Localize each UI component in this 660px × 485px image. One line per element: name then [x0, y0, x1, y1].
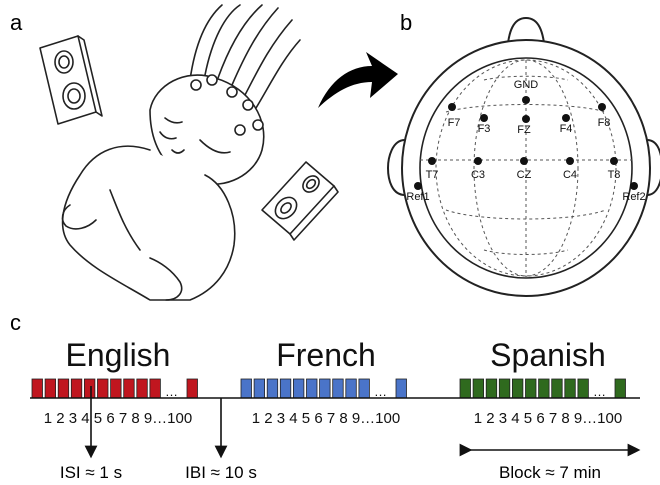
left-ear — [386, 139, 406, 196]
electrode-c3 — [474, 157, 482, 165]
panel-label-b: b — [400, 10, 412, 35]
electrode-f7 — [448, 103, 456, 111]
electrode-label: F8 — [598, 117, 611, 129]
stimulus-bar — [551, 378, 563, 399]
stimulus-bar — [44, 378, 56, 399]
stimulus-numbers: 1 2 3 4 5 6 7 8 9…100 — [474, 410, 622, 427]
stimulus-bar — [485, 378, 498, 399]
panel-label-a: a — [10, 10, 23, 35]
stimulus-bar — [240, 378, 252, 399]
stimulus-bar-last — [395, 378, 407, 399]
stimulus-bar — [97, 378, 109, 399]
timeline: English … 1 2 3 4 5 6 7 8 9…100 French … 1 2 … — [30, 337, 641, 482]
electrode-c4 — [566, 157, 574, 165]
electrode-label: FZ — [517, 124, 531, 136]
electrode-t7 — [428, 157, 436, 165]
stimulus-bar — [332, 378, 344, 399]
ellipsis: … — [593, 384, 606, 399]
stimulus-numbers: 1 2 3 4 5 6 7 8 9…100 — [252, 410, 400, 427]
stimulus-bar — [292, 378, 305, 399]
electrode-f4 — [562, 114, 570, 122]
stimulus-bar-last — [186, 378, 198, 399]
electrode-label: F3 — [478, 123, 491, 135]
stimulus-numbers: 1 2 3 4 5 6 7 8 9…100 — [44, 410, 192, 427]
ibi-label: IBI ≈ 10 s — [185, 463, 257, 482]
electrode-ref2 — [630, 182, 638, 190]
stimulus-bar — [358, 378, 370, 399]
stimulus-bar — [136, 378, 148, 399]
stimulus-bar — [498, 378, 511, 399]
block-title-english: English — [66, 337, 171, 373]
electrode-label: Ref2 — [622, 191, 645, 203]
electrode-cz — [520, 157, 528, 165]
electrode-gnd — [522, 96, 530, 104]
electrode-fz — [522, 115, 530, 123]
stimulus-bar — [57, 378, 70, 399]
stimulus-bar — [110, 378, 122, 399]
electrode-label: C3 — [471, 169, 485, 181]
stimulus-bar — [525, 378, 537, 399]
stimulus-bar — [70, 378, 83, 399]
stimulus-bar — [512, 378, 524, 399]
stimulus-bar — [319, 378, 331, 399]
electrode-f3 — [480, 114, 488, 122]
electrode-label: CZ — [517, 169, 532, 181]
block-title-french: French — [276, 337, 376, 373]
electrode-label: Ref1 — [406, 191, 429, 203]
speaker-right — [261, 161, 339, 241]
stimulus-bar — [266, 378, 279, 399]
stimulus-bar — [564, 378, 576, 399]
electrode-label: GND — [514, 79, 539, 91]
stimulus-bar — [253, 378, 266, 399]
isi-label: ISI ≈ 1 s — [60, 463, 122, 482]
stimulus-bar-last — [614, 378, 626, 399]
electrode-label: F7 — [448, 117, 461, 129]
electrode-label: T7 — [426, 169, 439, 181]
stimulus-bar — [345, 378, 357, 399]
block-title-spanish: Spanish — [490, 337, 606, 373]
electrode-label: C4 — [563, 169, 577, 181]
stimulus-bar — [123, 378, 135, 399]
ellipsis: … — [165, 384, 178, 399]
ellipsis: … — [374, 384, 387, 399]
stimulus-bar — [279, 378, 292, 399]
electrode-label: T8 — [608, 169, 621, 181]
stimulus-bar — [306, 378, 318, 399]
stimulus-bar — [459, 378, 471, 399]
curved-arrow — [318, 52, 398, 108]
block-duration-label: Block ≈ 7 min — [499, 463, 601, 482]
electrode-t8 — [610, 157, 618, 165]
stimulus-bar — [577, 378, 589, 399]
electrode-ref1 — [414, 182, 422, 190]
stimulus-bar — [31, 378, 43, 399]
panel-label-c: c — [10, 310, 21, 335]
stimulus-bar — [538, 378, 550, 399]
stimulus-bar — [149, 378, 161, 399]
stimulus-bar — [84, 378, 96, 399]
speaker-left — [39, 35, 103, 125]
infant-illustration — [39, 4, 339, 301]
stimulus-bar — [472, 378, 485, 399]
electrode-f8 — [598, 103, 606, 111]
electrode-label: F4 — [560, 123, 573, 135]
